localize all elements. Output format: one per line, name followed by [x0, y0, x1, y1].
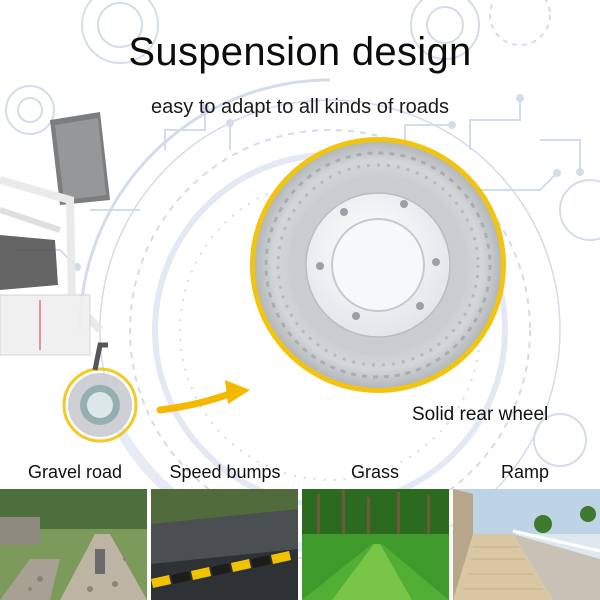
speed-bumps-photo [151, 489, 298, 600]
road-types-section: Gravel road Speed bumps Grass Ramp [0, 462, 600, 600]
road-label-ramp: Ramp [500, 462, 549, 482]
page-title: Suspension design [128, 30, 472, 74]
grass-photo [302, 489, 449, 600]
road-label-gravel: Gravel road [27, 462, 123, 482]
page-subtitle: easy to adapt to all kinds of roads [151, 96, 449, 118]
wheel-label: Solid rear wheel [412, 404, 549, 425]
road-label-grass: Grass [350, 462, 399, 482]
ramp-photo [453, 489, 600, 600]
road-label-speed-bumps: Speed bumps [169, 462, 281, 482]
gravel-road-photo [0, 489, 147, 600]
